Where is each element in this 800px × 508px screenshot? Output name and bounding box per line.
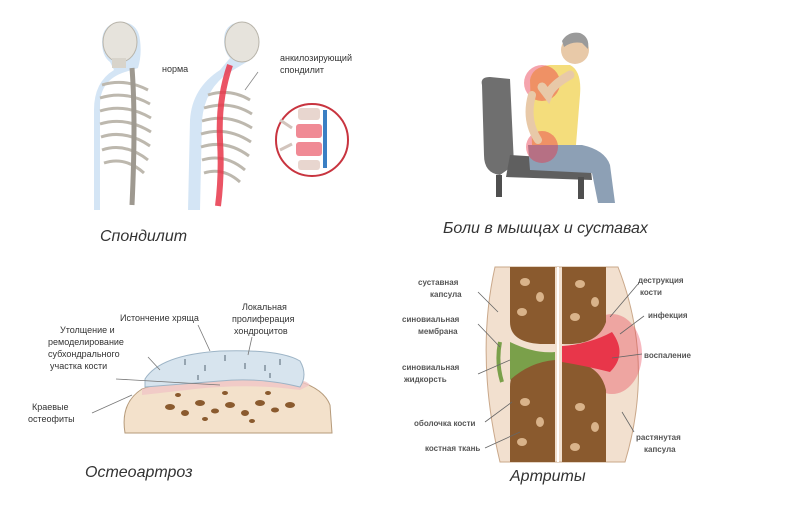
caption-spondylitis: Спондилит <box>100 228 188 245</box>
osteoarthrosis-illustration: Истончение хряща Локальная пролиферация … <box>28 302 333 434</box>
osteoarthrosis-panel: Истончение хряща Локальная пролиферация … <box>20 295 340 445</box>
label-local-proliferation-line2: пролиферация <box>232 314 295 324</box>
spondylitis-panel: норма анкилозирующий спондилит <box>80 10 380 215</box>
label-norm: норма <box>162 64 188 74</box>
label-periosteum: оболочка кости <box>414 419 476 428</box>
label-marginal-line1: Краевые <box>32 402 69 412</box>
pain-panel <box>470 25 630 210</box>
label-bone-tissue: костная ткань <box>425 444 480 453</box>
label-synovial-membrane-line2: мембрана <box>418 327 458 336</box>
spondylitis-illustration: норма анкилозирующий спондилит <box>94 21 352 210</box>
vertebra-zoom-circle <box>275 103 349 177</box>
label-stretched-capsule-line1: растянутая <box>636 433 681 442</box>
label-local-proliferation-line1: Локальная <box>242 302 287 312</box>
label-synovial-membrane-line1: синовиальная <box>402 315 460 324</box>
caption-arthritis: Артриты <box>510 468 586 485</box>
label-local-proliferation-line3: хондроцитов <box>234 326 288 336</box>
label-thickening-line3: субхондрального <box>48 349 120 359</box>
label-stretched-capsule-line2: капсула <box>644 445 676 454</box>
label-inflammation: воспаление <box>644 351 692 360</box>
label-synovial-fluid-line1: синовиальная <box>402 363 460 372</box>
label-joint-capsule-line1: суставная <box>418 278 459 287</box>
label-bone-destruction-line2: кости <box>640 288 662 297</box>
label-thickening-line1: Утолщение и <box>60 325 115 335</box>
arthritis-panel: суставная капсула синовиальная мембрана … <box>400 262 720 467</box>
label-joint-capsule-line2: капсула <box>430 290 462 299</box>
caption-pain: Боли в мышцах и суставах <box>443 220 648 237</box>
label-ankylosing-line1: анкилозирующий <box>280 53 352 63</box>
label-thickening-line2: ремоделирование <box>48 337 124 347</box>
label-ankylosing-line2: спондилит <box>280 65 324 75</box>
label-bone-destruction-line1: деструкция <box>638 276 684 285</box>
arthritis-illustration: суставная капсула синовиальная мембрана … <box>402 266 692 463</box>
label-infection: инфекция <box>648 311 688 320</box>
caption-osteoarthrosis: Остеоартроз <box>85 464 193 481</box>
label-marginal-line2: остеофиты <box>28 414 75 424</box>
label-thickening-line4: участка кости <box>50 361 107 371</box>
normal-spine-figure <box>94 21 152 210</box>
label-synovial-fluid-line2: жидкорсть <box>403 375 447 384</box>
label-cartilage-thinning: Истончение хряща <box>120 313 199 323</box>
seated-woman-illustration <box>481 32 615 203</box>
ankylosing-spine-figure <box>188 21 260 210</box>
